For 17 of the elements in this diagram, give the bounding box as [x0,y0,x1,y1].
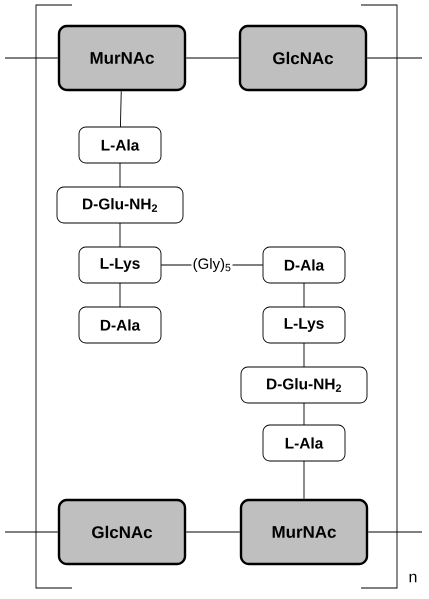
connector-line [232,264,263,266]
amino-acid-box: L-Lys [78,246,162,284]
bridge-label: (Gly)$_{5}$ [194,258,230,272]
amino-acid-box: L-Lys [262,306,346,344]
amino-acid-box: L-Ala [78,126,162,164]
amino-acid-box: L-Ala [262,424,346,462]
sugar-box: GlcNAc [238,24,368,92]
connector-line [120,90,122,127]
amino-acid-box: D-Ala [78,306,162,344]
amino-acid-box: D-Ala [262,246,346,284]
sugar-box: MurNAc [58,24,186,92]
sugar-box: MurNAc [240,498,368,566]
sugar-box: GlcNAc [58,498,186,566]
repeat-subscript: n [410,574,416,582]
amino-acid-box: D-Glu-NH$_{2}$ [240,366,368,404]
connector-line [161,264,192,266]
amino-acid-box: D-Glu-NH$_{2}$ [56,186,184,224]
